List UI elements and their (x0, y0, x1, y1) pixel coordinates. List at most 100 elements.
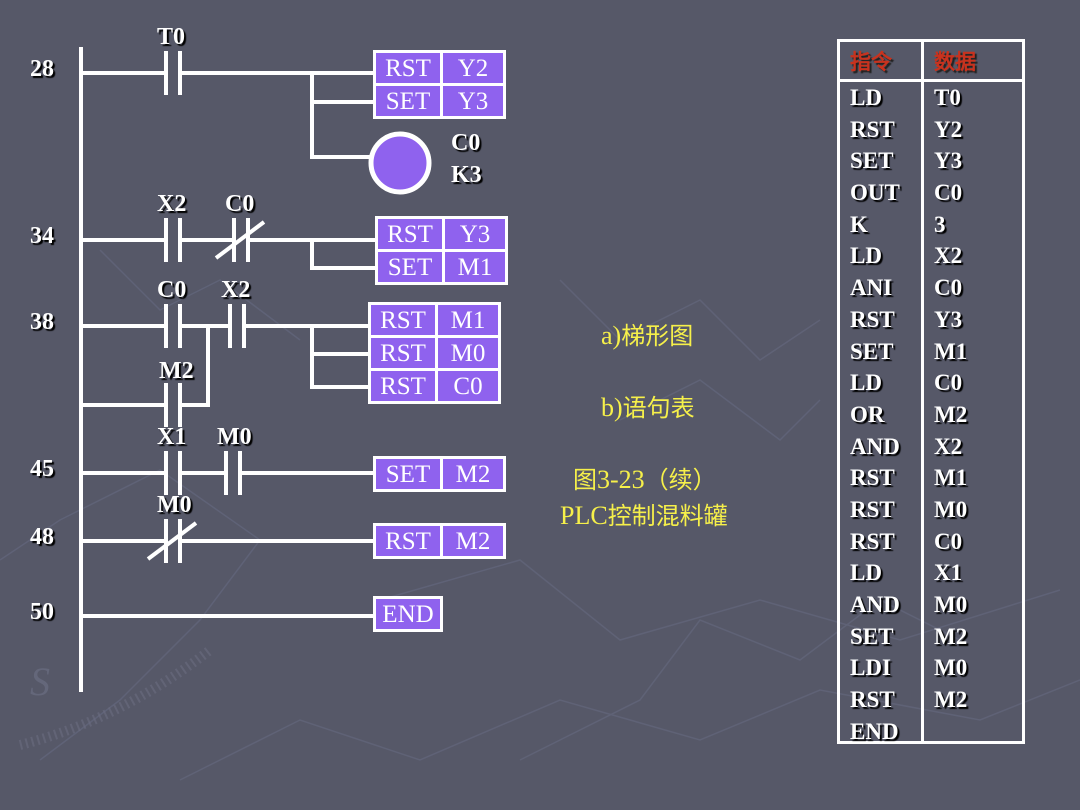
instruction-cell: RST (850, 687, 895, 713)
table-row: LDI M0 (840, 652, 1022, 684)
instruction-opcode: RST (371, 371, 435, 401)
rung-step-number: 34 (30, 223, 54, 249)
table-row: LD X2 (840, 240, 1022, 272)
caption-ladder-prefix: a) (601, 321, 622, 350)
data-cell: M1 (934, 338, 968, 364)
instruction-cell: END (850, 718, 899, 744)
no-contact-m2 (164, 383, 182, 427)
compass-s-glyph: S (30, 659, 50, 704)
contact-label: M0 (157, 492, 192, 518)
data-cell: X2 (934, 243, 963, 269)
instruction-operand: Y3 (445, 219, 505, 249)
figure-title-text: 控制混料罐 (607, 502, 728, 530)
instruction-cell: RST (850, 496, 895, 522)
instruction-operand: Y2 (443, 53, 503, 83)
data-cell: C0 (934, 370, 963, 396)
instruction-opcode: SET (376, 86, 440, 116)
data-cell: M0 (934, 592, 968, 617)
instruction-cell: RST (850, 528, 895, 554)
data-cell: M1 (934, 465, 968, 491)
table-row: OR M2 (840, 399, 1022, 431)
contact-label: M0 (217, 424, 252, 450)
caption-ladder-text: 梯形图 (621, 322, 694, 350)
contact-label: C0 (225, 191, 255, 217)
data-cell: X1 (934, 560, 963, 586)
instruction-cell: K (850, 211, 868, 237)
no-contact-x2 (228, 304, 246, 348)
instruction-operand: M2 (443, 526, 503, 556)
table-row: RST C0 (840, 526, 1022, 558)
instruction-operand: M1 (445, 252, 505, 282)
rung-step-number: 50 (30, 599, 54, 625)
instruction-cell: SET (850, 623, 894, 649)
instruction-opcode: SET (376, 459, 440, 489)
data-cell: M2 (934, 401, 968, 427)
data-cell: C0 (934, 275, 963, 301)
instruction-cell: OUT (850, 180, 900, 206)
output-instruction: END (376, 599, 440, 629)
instruction-opcode: RST (371, 305, 435, 335)
no-contact-t0 (164, 51, 182, 95)
caption-stl-text: 语句表 (622, 394, 695, 422)
instruction-cell: LD (850, 560, 882, 586)
caption-stl: b)语句表 (601, 393, 695, 423)
data-cell: Y3 (934, 306, 963, 332)
instruction-cell: ANI (850, 275, 893, 301)
figure-title-prefix: PLC (560, 501, 608, 530)
rung-step-number: 45 (30, 456, 54, 482)
data-cell: M0 (934, 655, 968, 681)
instruction-opcode: END (376, 599, 440, 629)
table-row: LD C0 (840, 367, 1022, 399)
figure-number: 图3-23（续） (573, 465, 717, 495)
table-row: RST Y3 (840, 304, 1022, 336)
instruction-cell: RST (850, 465, 895, 491)
caption-ladder: a)梯形图 (601, 321, 694, 351)
no-contact-x2 (164, 218, 182, 262)
instruction-cell: LDI (850, 655, 891, 681)
instruction-cell: RST (850, 306, 895, 332)
rung-step-number: 38 (30, 309, 54, 335)
coil-preset-label: K3 (451, 162, 482, 188)
table-row: OUT C0 (840, 177, 1022, 209)
instruction-cell: LD (850, 370, 882, 396)
contact-label: T0 (157, 24, 186, 50)
data-cell: C0 (934, 180, 963, 206)
caption-stl-prefix: b) (601, 393, 623, 422)
figure-title: PLC控制混料罐 (560, 501, 728, 531)
figure-suffix: （续） (644, 466, 717, 494)
table-row: END (840, 716, 1022, 748)
no-contact-x1 (164, 451, 182, 495)
instruction-operand: M0 (438, 338, 498, 368)
header-data: 数据 (934, 50, 976, 74)
contact-label: C0 (157, 277, 187, 303)
data-cell: C0 (934, 528, 963, 554)
instruction-cell: RST (850, 116, 895, 142)
instruction-cell: OR (850, 401, 885, 427)
instruction-cell: LD (850, 243, 882, 269)
no-contact-m0 (224, 451, 242, 495)
instruction-operand: M1 (438, 305, 498, 335)
instruction-cell: AND (850, 433, 900, 459)
table-row: LD X1 (840, 557, 1022, 589)
data-cell: T0 (934, 85, 961, 110)
